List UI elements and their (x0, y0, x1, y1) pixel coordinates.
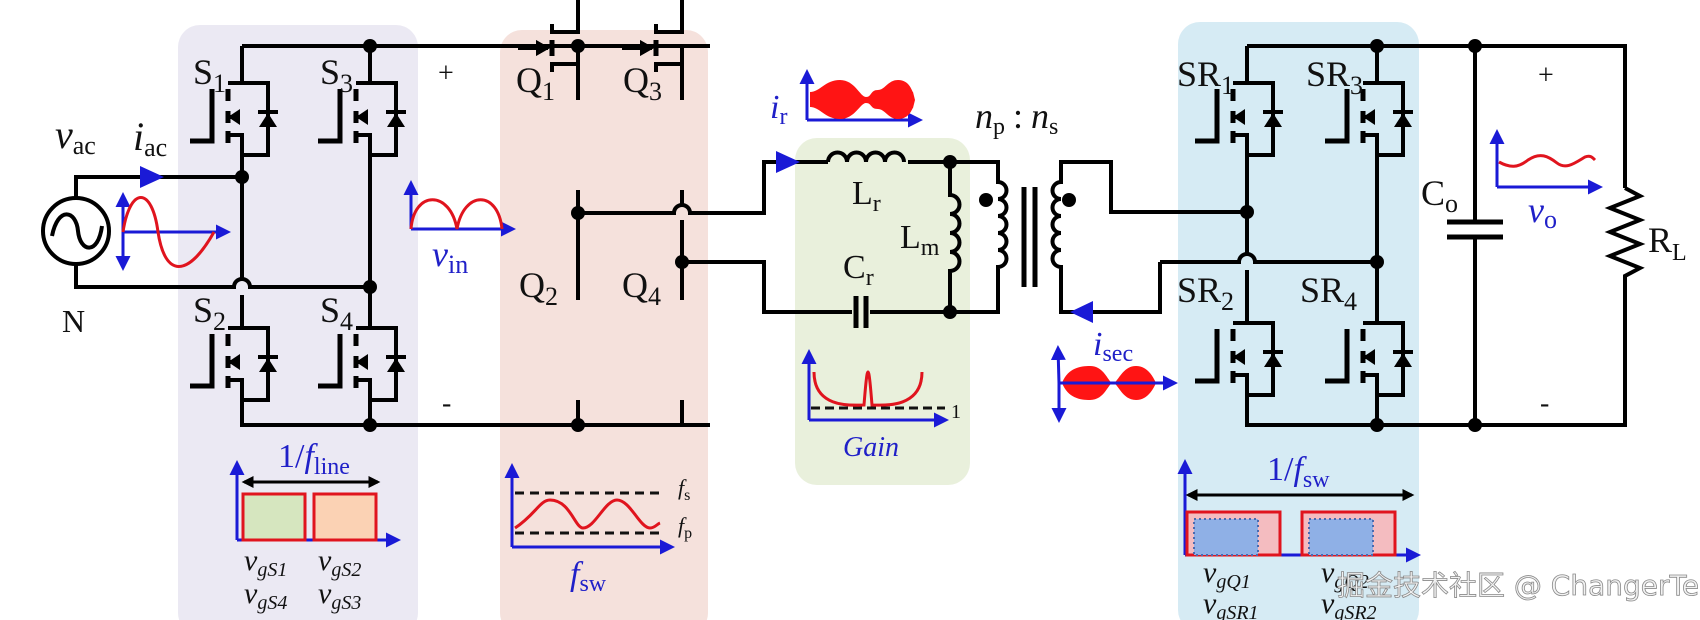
dc-minus-label: - (442, 388, 451, 419)
rl-label: RL (1648, 220, 1687, 266)
gate-label-vgs1: vgS1 (244, 544, 287, 581)
fsw-waveform (504, 463, 675, 555)
watermark: 掘金技术社区 @ ChangerTech (1337, 569, 1700, 602)
switch-label-q2: Q2 (519, 265, 558, 311)
sw-period-label: 1/fsw (1267, 451, 1330, 493)
lm-label: Lm (900, 219, 940, 261)
gate-label-vgq2: vgQ2 (1321, 556, 1369, 593)
rectifier-bridge (190, 39, 710, 432)
turns-ratio-label: np:ns (975, 96, 1058, 140)
lr-label: Lr (852, 175, 881, 217)
iac-arrow-icon (140, 166, 164, 188)
gate-label-vgs3: vgS3 (318, 577, 361, 614)
sr-gate-chart (1177, 459, 1421, 563)
inverter-panel (500, 30, 708, 620)
switch-label-s2: S2 (193, 290, 226, 336)
fs-label: fs (678, 475, 690, 504)
ir-label: ir (770, 89, 787, 130)
switch-label-q4: Q4 (622, 265, 661, 311)
gate-label-vgs2: vgS2 (318, 544, 361, 581)
switch-label-s4: S4 (320, 290, 353, 336)
output-stage (1447, 39, 1646, 432)
out-minus-label: - (1540, 388, 1549, 419)
iac-label: iac (133, 114, 167, 162)
transformer (950, 160, 1162, 323)
isec-arrow-icon (1070, 301, 1093, 323)
switch-label-sr2: SR2 (1177, 270, 1234, 316)
vac-waveform (115, 192, 231, 271)
gate-label-vgs4: vgS4 (244, 577, 287, 614)
switch-label-sr4: SR4 (1300, 270, 1357, 316)
switch-label-s3: S3 (320, 52, 353, 98)
gate-label-vgsr2: vgSR2 (1321, 587, 1377, 620)
gate-label-vgq1: vgQ1 (1203, 556, 1251, 593)
cr-label: Cr (843, 249, 874, 291)
switch-label-sr1: SR1 (1177, 54, 1234, 100)
sr-bridge (1160, 39, 1627, 432)
switch-label-sr3: SR3 (1306, 54, 1363, 100)
switch-label-q1: Q1 (516, 60, 555, 106)
gain-ref-label: 1 (951, 401, 961, 423)
vo-label: vo (1528, 190, 1557, 234)
gain-chart (801, 349, 949, 428)
vac-label: vac (55, 112, 96, 160)
gain-label: Gain (843, 432, 899, 463)
out-plus-label: + (1538, 60, 1554, 91)
dc-plus-label: + (438, 58, 454, 89)
ir-arrow-icon (776, 151, 800, 173)
fp-label: fp (678, 513, 692, 542)
vin-label: vin (432, 234, 468, 279)
isec-waveform (1050, 345, 1178, 423)
sr-panel (1178, 22, 1419, 620)
vo-waveform (1489, 129, 1603, 195)
gate-label-vgsr1: vgSR1 (1203, 587, 1259, 620)
ir-waveform (799, 69, 923, 128)
neutral-label: N (62, 303, 85, 339)
switch-label-q3: Q3 (623, 60, 662, 106)
vin-waveform (403, 180, 516, 237)
switch-label-s1: S1 (193, 52, 226, 98)
isec-label: isec (1093, 326, 1133, 367)
line-gate-chart (229, 460, 401, 548)
co-label: Co (1421, 173, 1458, 218)
